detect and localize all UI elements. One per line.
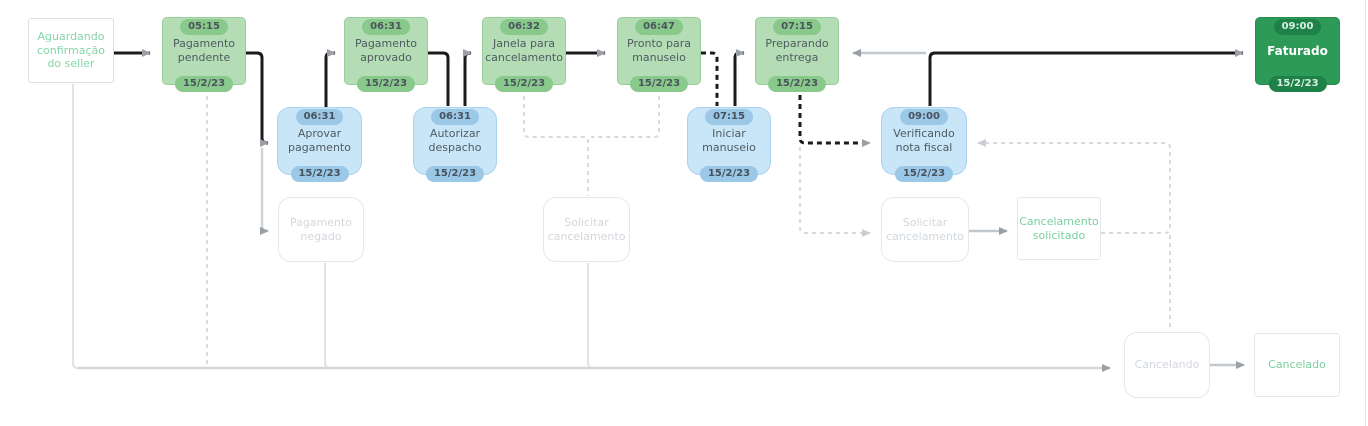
node-solicitar-cancelamento-1[interactable]: Solicitar cancelamento (543, 197, 630, 262)
date-badge: 15/2/23 (629, 76, 689, 92)
time-badge: 06:31 (295, 109, 344, 125)
edge-pendente-to-aprovar (246, 51, 269, 147)
node-cancelado[interactable]: Cancelado (1254, 333, 1340, 397)
node-verificando-nota-fiscal[interactable]: 09:00 Verificando nota fiscal 15/2/23 (881, 107, 967, 182)
node-autorizar-despacho[interactable]: 06:31 Autorizar despacho 15/2/23 (413, 107, 497, 182)
time-badge: 07:15 (705, 109, 753, 125)
time-badge: 09:00 (900, 109, 948, 125)
node-label: Pronto para manuseio (627, 37, 691, 64)
gray-edges (78, 49, 1245, 372)
time-badge: 09:00 (1273, 19, 1322, 35)
node-label: Pagamento aprovado (354, 37, 418, 64)
node-aprovar-pagamento[interactable]: 06:31 Aprovar pagamento 15/2/23 (277, 107, 362, 182)
time-badge: 07:15 (773, 19, 821, 35)
node-pagamento-aprovado[interactable]: 06:31 Pagamento aprovado 15/2/23 (344, 17, 428, 92)
edge-aguardando-to-cancel-line (72, 84, 79, 369)
node-label: Pagamento negado (289, 215, 353, 243)
node-label: Solicitar cancelamento (547, 215, 626, 243)
edge-pendente-to-negado (260, 148, 269, 235)
node-label: Pagamento pendente (172, 37, 236, 64)
node-label: Cancelado (1268, 358, 1326, 372)
time-badge: 06:47 (635, 19, 683, 35)
node-iniciar-manuseio[interactable]: 07:15 Iniciar manuseio 15/2/23 (687, 107, 771, 182)
date-badge: 15/2/23 (174, 76, 234, 92)
edge-autorizar-to-janela (463, 49, 472, 106)
node-faturado[interactable]: 09:00 Faturado 15/2/23 (1255, 17, 1340, 92)
edge-iniciar-to-preparando (733, 49, 745, 106)
active-dashed-edges (701, 51, 871, 147)
time-badge: 05:15 (180, 19, 228, 35)
edge-preparando-to-verificando (798, 95, 871, 147)
date-badge: 15/2/23 (356, 76, 416, 92)
edge-cancsolicitado-to-verificando (977, 139, 1171, 234)
node-label: Cancelando (1134, 358, 1200, 372)
node-preparando-entrega[interactable]: 07:15 Preparando entrega 15/2/23 (755, 17, 839, 92)
node-cancelando[interactable]: Cancelando (1124, 332, 1210, 398)
node-label: Iniciar manuseio (702, 127, 756, 154)
node-label: Aprovar pagamento (288, 127, 351, 154)
node-cancelamento-solicitado[interactable]: Cancelamento solicitado (1017, 197, 1101, 260)
node-label: Faturado (1267, 43, 1328, 58)
node-label: Preparando entrega (765, 37, 829, 64)
edge-preparando-to-solicitar2 (799, 147, 871, 237)
node-label: Aguardando confirmação do seller (37, 29, 105, 71)
edge-solicitar1-down (587, 263, 594, 369)
date-badge: 15/2/23 (1268, 76, 1327, 92)
date-badge: 15/2/23 (699, 166, 759, 182)
date-badge: 15/2/23 (425, 166, 485, 182)
edge-aprovar-to-aprovado (324, 49, 336, 107)
node-pagamento-negado[interactable]: Pagamento negado (278, 197, 364, 262)
node-solicitar-cancelamento-2[interactable]: Solicitar cancelamento (881, 197, 969, 262)
edge-aprovado-to-autorizar (428, 51, 450, 106)
node-janela-cancelamento[interactable]: 06:32 Janela para cancelamento 15/2/23 (482, 17, 566, 92)
time-badge: 06:32 (500, 19, 548, 35)
date-badge: 15/2/23 (894, 166, 954, 182)
time-badge: 06:31 (431, 109, 479, 125)
edge-janela-to-solicitar1 (523, 96, 585, 138)
active-solid-edges (113, 49, 1244, 147)
edge-pronto-to-solicitar1 (591, 96, 660, 138)
node-pronto-manuseio[interactable]: 06:47 Pronto para manuseio 15/2/23 (617, 17, 701, 92)
node-aguardando-seller[interactable]: Aguardando confirmação do seller (28, 18, 114, 83)
node-label: Solicitar cancelamento (886, 215, 964, 243)
date-badge: 15/2/23 (767, 76, 827, 92)
node-label: Autorizar despacho (428, 127, 482, 154)
node-label: Janela para cancelamento (485, 37, 563, 64)
node-label: Verificando nota fiscal (893, 127, 955, 154)
edge-verificando-to-faturado (928, 49, 1244, 106)
edge-pronto-to-iniciar (701, 51, 719, 106)
date-badge: 15/2/23 (494, 76, 554, 92)
inactive-dashed-edges (206, 96, 1171, 366)
date-badge: 15/2/23 (290, 166, 349, 182)
time-badge: 06:31 (362, 19, 410, 35)
edge-pagamento-negado-down (324, 263, 331, 369)
node-label: Cancelamento solicitado (1019, 214, 1099, 242)
node-pagamento-pendente[interactable]: 05:15 Pagamento pendente 15/2/23 (162, 17, 246, 92)
canvas-right-border (1365, 0, 1366, 426)
